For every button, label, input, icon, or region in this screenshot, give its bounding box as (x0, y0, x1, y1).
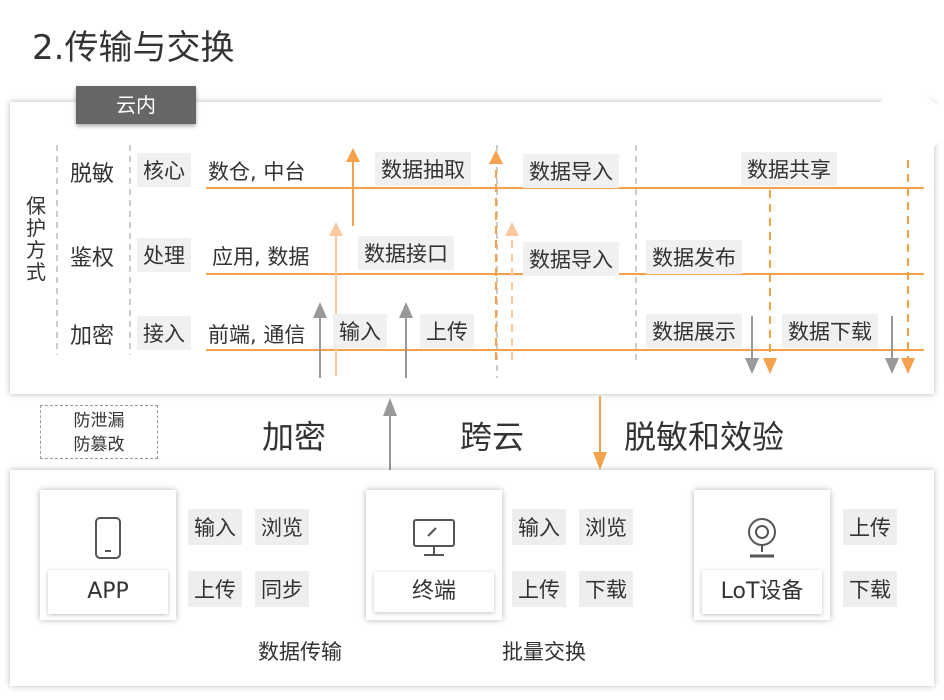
device-name-app: APP (48, 570, 168, 614)
arrow-display-down-head (745, 358, 759, 374)
row-scope-core: 数仓, 中台 (208, 160, 306, 184)
arrow-download-down-head (885, 358, 899, 374)
encrypt-heading: 加密 (262, 418, 327, 456)
desensitize-heading: 脱敏和效验 (624, 418, 785, 456)
arrow-input-head (313, 302, 327, 318)
batch-down-2-head (901, 358, 915, 374)
terminal-action-browse: 浏览 (579, 509, 633, 545)
lot-action-download: 下载 (843, 571, 897, 607)
batch-arrow-1-head (489, 150, 503, 164)
legend-transfer: 数据传输 (258, 640, 342, 664)
row-level-process: 处理 (137, 238, 191, 272)
protection-method-label: 保护方式 (26, 194, 46, 284)
arrow-upload-head (399, 302, 413, 318)
label-data-import-1: 数据导入 (523, 154, 619, 188)
tamper-prevent-label: 防篡改 (73, 435, 125, 455)
device-name-lot: LoT设备 (702, 570, 822, 614)
arrow-interface-head (329, 222, 343, 236)
label-data-download: 数据下载 (782, 314, 878, 348)
cloud-tab: 云内 (76, 86, 196, 124)
webcam-icon (748, 518, 776, 558)
app-action-browse: 浏览 (255, 509, 309, 545)
app-action-upload: 上传 (188, 571, 242, 607)
lot-action-upload: 上传 (843, 509, 897, 545)
app-action-input: 输入 (188, 509, 242, 545)
page-title: 2.传输与交换 (32, 28, 235, 68)
monitor-icon (413, 519, 455, 556)
cross-cloud-heading: 跨云 (460, 418, 525, 456)
row-level-access: 接入 (137, 316, 191, 350)
label-data-publish: 数据发布 (646, 240, 742, 274)
terminal-action-download: 下载 (579, 571, 633, 607)
label-data-extract: 数据抽取 (375, 152, 471, 186)
leak-prevent-label: 防泄漏 (73, 411, 125, 431)
device-name-terminal: 终端 (374, 572, 494, 612)
row-scope-access: 前端, 通信 (208, 323, 306, 347)
label-data-display: 数据展示 (646, 314, 742, 348)
desensitize-down-arrow-head (593, 452, 607, 470)
phone-icon (95, 517, 121, 559)
app-action-sync: 同步 (255, 571, 309, 607)
arrow-extract-head (346, 148, 360, 162)
label-data-share: 数据共享 (741, 152, 837, 186)
leak-tamper-box: 防泄漏 防篡改 (40, 405, 158, 459)
terminal-action-input: 输入 (512, 509, 566, 545)
label-input: 输入 (333, 314, 387, 348)
encrypt-up-arrow-head (383, 398, 397, 416)
batch-arrow-2-head (505, 222, 519, 236)
row-name-encrypt: 加密 (70, 324, 115, 349)
row-name-auth: 鉴权 (70, 246, 115, 271)
row-scope-process: 应用, 数据 (212, 245, 310, 269)
row-level-core: 核心 (137, 153, 191, 187)
row-name-desensitize: 脱敏 (70, 162, 115, 187)
batch-down-1-head (763, 358, 777, 374)
legend-batch: 批量交换 (502, 640, 586, 664)
label-data-interface: 数据接口 (358, 236, 454, 270)
terminal-action-upload: 上传 (512, 571, 566, 607)
label-data-import-2: 数据导入 (523, 242, 619, 276)
label-upload: 上传 (420, 314, 474, 348)
